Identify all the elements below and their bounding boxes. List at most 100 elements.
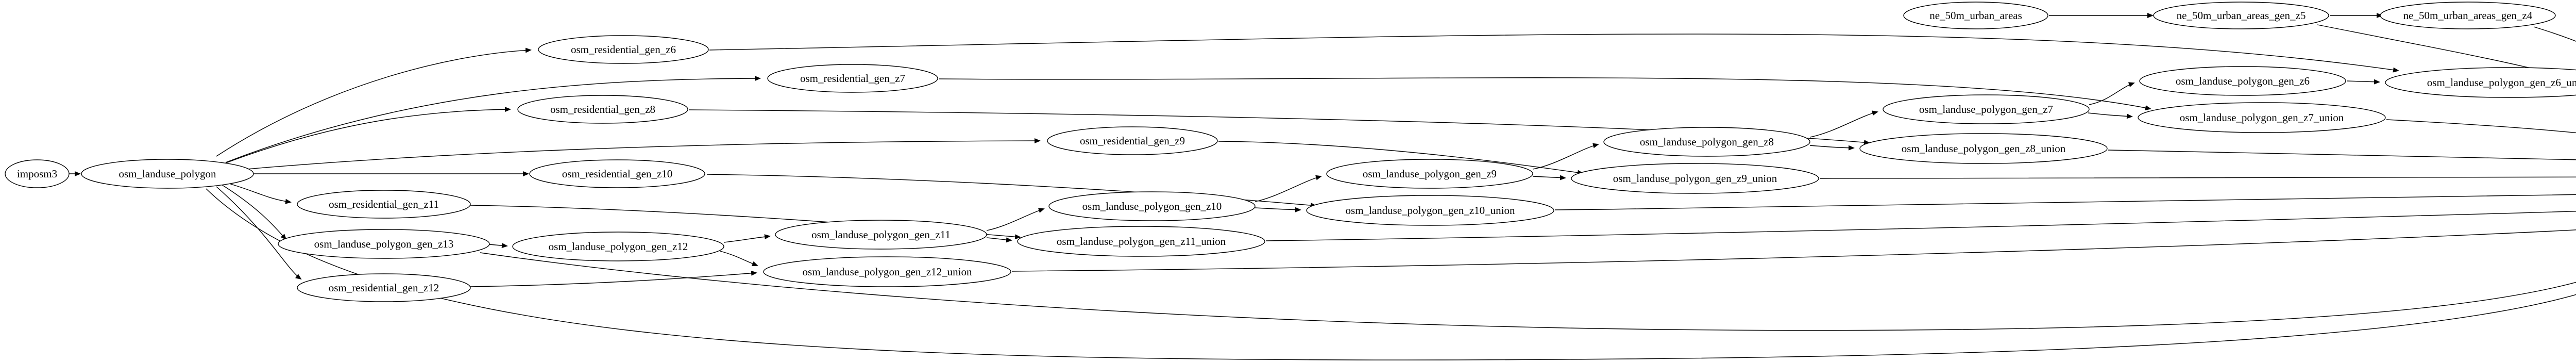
node-osm-residential-gen-z12: osm_residential_gen_z12 — [297, 273, 471, 302]
node-osm-landuse-polygon-gen-z10-union: osm_landuse_polygon_gen_z10_union — [1306, 195, 1554, 226]
osm-landuse-polygon-gen-z8-label: osm_landuse_polygon_gen_z8 — [1640, 136, 1774, 148]
osm-landuse-polygon-gen-z13-label: osm_landuse_polygon_gen_z13 — [314, 238, 454, 250]
edge — [2346, 79, 2380, 85]
edge — [1218, 141, 1584, 175]
ne-50m-urban-areas-gen-z5-label: ne_50m_urban_areas_gen_z5 — [2177, 9, 2306, 22]
ne-50m-urban-areas-gen-z5-ellipse — [2153, 2, 2329, 29]
osm-landuse-polygon-gen-z9-union-label: osm_landuse_polygon_gen_z9_union — [1613, 172, 1777, 185]
edge — [723, 234, 771, 243]
edge — [469, 270, 757, 287]
osm-residential-gen-z12-label: osm_residential_gen_z12 — [329, 282, 439, 294]
edge — [216, 186, 302, 280]
edge — [709, 34, 2399, 73]
node-osm-landuse-polygon-gen-z13: osm_landuse_polygon_gen_z13 — [278, 229, 490, 259]
node-osm-landuse-polygon: osm_landuse_polygon — [81, 159, 254, 189]
edge — [1554, 194, 2576, 210]
osm-landuse-polygon-gen-z7-label: osm_landuse_polygon_gen_z7 — [1919, 103, 2053, 116]
edge — [1809, 110, 1878, 138]
osm-landuse-polygon-gen-z11-union-label: osm_landuse_polygon_gen_z11_union — [1057, 235, 1226, 248]
osm-landuse-polygon-gen-z6-label: osm_landuse_polygon_gen_z6 — [2176, 75, 2310, 87]
edge — [986, 208, 1045, 231]
node-osm-landuse-polygon-gen-z12: osm_landuse_polygon_gen_z12 — [512, 232, 724, 261]
node-ne-50m-urban-areas-gen-z4: ne_50m_urban_areas_gen_z4 — [2380, 2, 2556, 29]
node-osm-landuse-polygon-gen-z12-union: osm_landuse_polygon_gen_z12_union — [763, 256, 1011, 287]
osm-residential-gen-z9-label: osm_residential_gen_z9 — [1080, 135, 1185, 147]
osm-residential-gen-z10-label: osm_residential_gen_z10 — [562, 168, 673, 180]
osm-residential-gen-z9-ellipse — [1047, 126, 1218, 155]
edge — [2088, 112, 2133, 119]
edge — [1255, 207, 1301, 212]
ne-50m-urban-areas-gen-z4-label: ne_50m_urban_areas_gen_z4 — [2403, 9, 2533, 22]
edge — [720, 251, 758, 266]
edge — [480, 252, 2576, 331]
node-osm-residential-gen-z7: osm_residential_gen_z7 — [767, 64, 938, 93]
osm-landuse-polygon-gen-z9-label: osm_landuse_polygon_gen_z9 — [1363, 168, 1497, 180]
osm-residential-gen-z11-label: osm_residential_gen_z11 — [329, 198, 439, 210]
osm-landuse-polygon-gen-z13-ellipse — [278, 229, 490, 259]
edge — [489, 243, 508, 249]
edge — [2386, 119, 2576, 134]
imposm3-ellipse — [5, 159, 70, 188]
node-osm-landuse-polygon-gen-z8: osm_landuse_polygon_gen_z8 — [1603, 127, 1810, 157]
osm-landuse-polygon-gen-z9-ellipse — [1326, 159, 1533, 189]
edge — [1819, 176, 2576, 179]
osm-landuse-polygon-gen-z7-ellipse — [1883, 94, 2090, 124]
ne-50m-urban-areas-ellipse — [1903, 2, 2048, 29]
node-osm-landuse-polygon-gen-z11: osm_landuse_polygon_gen_z11 — [775, 220, 987, 250]
edge — [234, 138, 1041, 171]
osm-residential-gen-z7-ellipse — [767, 64, 938, 93]
osm-landuse-polygon-gen-z10-union-label: osm_landuse_polygon_gen_z10_union — [1346, 204, 1515, 217]
edge — [2089, 82, 2135, 105]
osm-landuse-polygon-gen-z11-ellipse — [775, 220, 987, 250]
node-osm-landuse-polygon-gen-z6: osm_landuse_polygon_gen_z6 — [2139, 66, 2346, 96]
osm-landuse-polygon-gen-z8-union-label: osm_landuse_polygon_gen_z8_union — [1902, 142, 2066, 155]
osm-residential-gen-z12-ellipse — [297, 273, 471, 302]
osm-landuse-polygon-gen-z9-union-ellipse — [1571, 163, 1819, 194]
edge — [1255, 175, 1322, 202]
osm-residential-gen-z7-label: osm_residential_gen_z7 — [800, 72, 905, 85]
edge — [216, 47, 532, 157]
node-osm-residential-gen-z9: osm_residential_gen_z9 — [1047, 126, 1218, 155]
osm-landuse-polygon-gen-z10-ellipse — [1048, 191, 1256, 221]
edge — [2533, 26, 2576, 42]
edge — [938, 77, 2151, 110]
edge — [1532, 175, 1566, 180]
osm-landuse-polygon-gen-z7-union-ellipse — [2138, 102, 2386, 133]
osm-residential-gen-z11-ellipse — [297, 190, 471, 219]
node-osm-landuse-polygon-gen-z9-union: osm_landuse_polygon_gen_z9_union — [1571, 163, 1819, 194]
node-osm-landuse-polygon-gen-z6-union: osm_landuse_polygon_gen_z6_union — [2385, 67, 2576, 98]
node-osm-landuse-polygon-gen-z9: osm_landuse_polygon_gen_z9 — [1326, 159, 1533, 189]
node-ne-50m-urban-areas: ne_50m_urban_areas — [1903, 2, 2048, 29]
osm-landuse-polygon-ellipse — [81, 159, 254, 189]
node-osm-residential-gen-z8: osm_residential_gen_z8 — [517, 95, 688, 124]
osm-landuse-polygon-gen-z11-label: osm_landuse_polygon_gen_z11 — [811, 228, 951, 241]
ne-50m-urban-areas-gen-z4-ellipse — [2380, 2, 2556, 29]
osm-landuse-polygon-gen-z12-label: osm_landuse_polygon_gen_z12 — [549, 240, 688, 253]
edge — [1809, 145, 1855, 151]
osm-residential-gen-z6-ellipse — [538, 35, 709, 64]
edge — [225, 182, 292, 204]
node-osm-residential-gen-z6: osm_residential_gen_z6 — [538, 35, 709, 64]
osm-residential-gen-z10-ellipse — [529, 159, 705, 188]
osm-landuse-polygon-gen-z12-union-ellipse — [763, 256, 1011, 287]
node-imposm3: imposm3 — [5, 159, 70, 188]
edge — [2317, 24, 2576, 80]
osm-residential-gen-z8-ellipse — [517, 95, 688, 124]
edge-lines — [69, 13, 2576, 360]
node-osm-landuse-polygon-gen-z7-union: osm_landuse_polygon_gen_z7_union — [2138, 102, 2386, 133]
node-osm-landuse-polygon-gen-z10: osm_landuse_polygon_gen_z10 — [1048, 191, 1256, 221]
node-osm-landuse-polygon-gen-z11-union: osm_landuse_polygon_gen_z11_union — [1017, 226, 1265, 257]
osm-landuse-polygon-gen-z6-ellipse — [2139, 66, 2346, 96]
osm-landuse-polygon-gen-z12-union-label: osm_landuse_polygon_gen_z12_union — [803, 266, 972, 278]
node-osm-residential-gen-z11: osm_residential_gen_z11 — [297, 190, 471, 219]
osm-landuse-polygon-gen-z11-union-ellipse — [1017, 226, 1265, 257]
edge — [220, 107, 511, 166]
edge — [1532, 143, 1599, 170]
osm-landuse-polygon-gen-z10-label: osm_landuse_polygon_gen_z10 — [1082, 200, 1222, 212]
osm-landuse-polygon-gen-z6-union-label: osm_landuse_polygon_gen_z6_union — [2427, 76, 2576, 89]
osm-landuse-polygon-gen-z8-ellipse — [1603, 127, 1810, 157]
osm-landuse-polygon-gen-z6-union-ellipse — [2385, 67, 2576, 98]
node-osm-landuse-polygon-gen-z7: osm_landuse_polygon_gen_z7 — [1883, 94, 2090, 124]
osm-landuse-polygon-gen-z7-union-label: osm_landuse_polygon_gen_z7_union — [2180, 111, 2344, 124]
